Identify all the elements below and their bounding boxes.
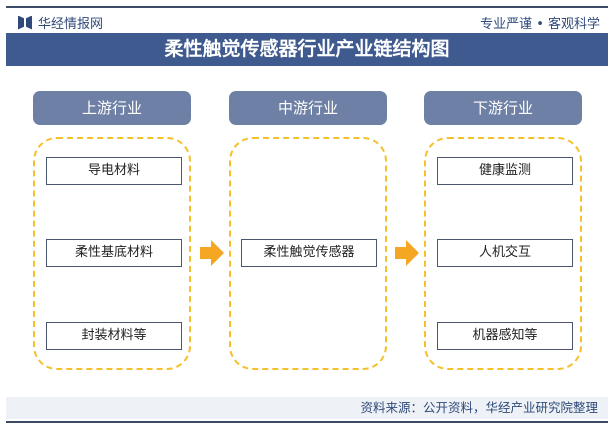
- upstream-group: [33, 137, 191, 370]
- source-note: 资料来源：公开资料，华经产业研究院整理: [6, 397, 608, 419]
- arrow-right-icon: [395, 240, 419, 266]
- slogan: 专业严谨 • 客观科学: [480, 17, 600, 32]
- upstream-item: 导电材料: [46, 157, 182, 185]
- downstream-group: [424, 137, 582, 370]
- midstream-header: 中游行业: [229, 91, 387, 125]
- midstream-item: 柔性触觉传感器: [241, 239, 377, 267]
- top-divider: [6, 6, 608, 8]
- brand-name: 华经情报网: [38, 17, 104, 32]
- upstream-item: 柔性基底材料: [46, 239, 182, 267]
- bottom-divider: [6, 421, 608, 423]
- upstream-header: 上游行业: [33, 91, 191, 125]
- page-title: 柔性触觉传感器行业产业链结构图: [6, 33, 608, 66]
- brand-logo-icon: [18, 15, 32, 30]
- downstream-header: 下游行业: [424, 91, 582, 125]
- downstream-item: 健康监测: [437, 157, 573, 185]
- arrow-right-icon: [200, 240, 224, 266]
- downstream-item: 机器感知等: [437, 322, 573, 350]
- midstream-group: [229, 137, 387, 370]
- brand: 华经情报网: [18, 13, 103, 32]
- downstream-item: 人机交互: [437, 239, 573, 267]
- upstream-item: 封装材料等: [46, 322, 182, 350]
